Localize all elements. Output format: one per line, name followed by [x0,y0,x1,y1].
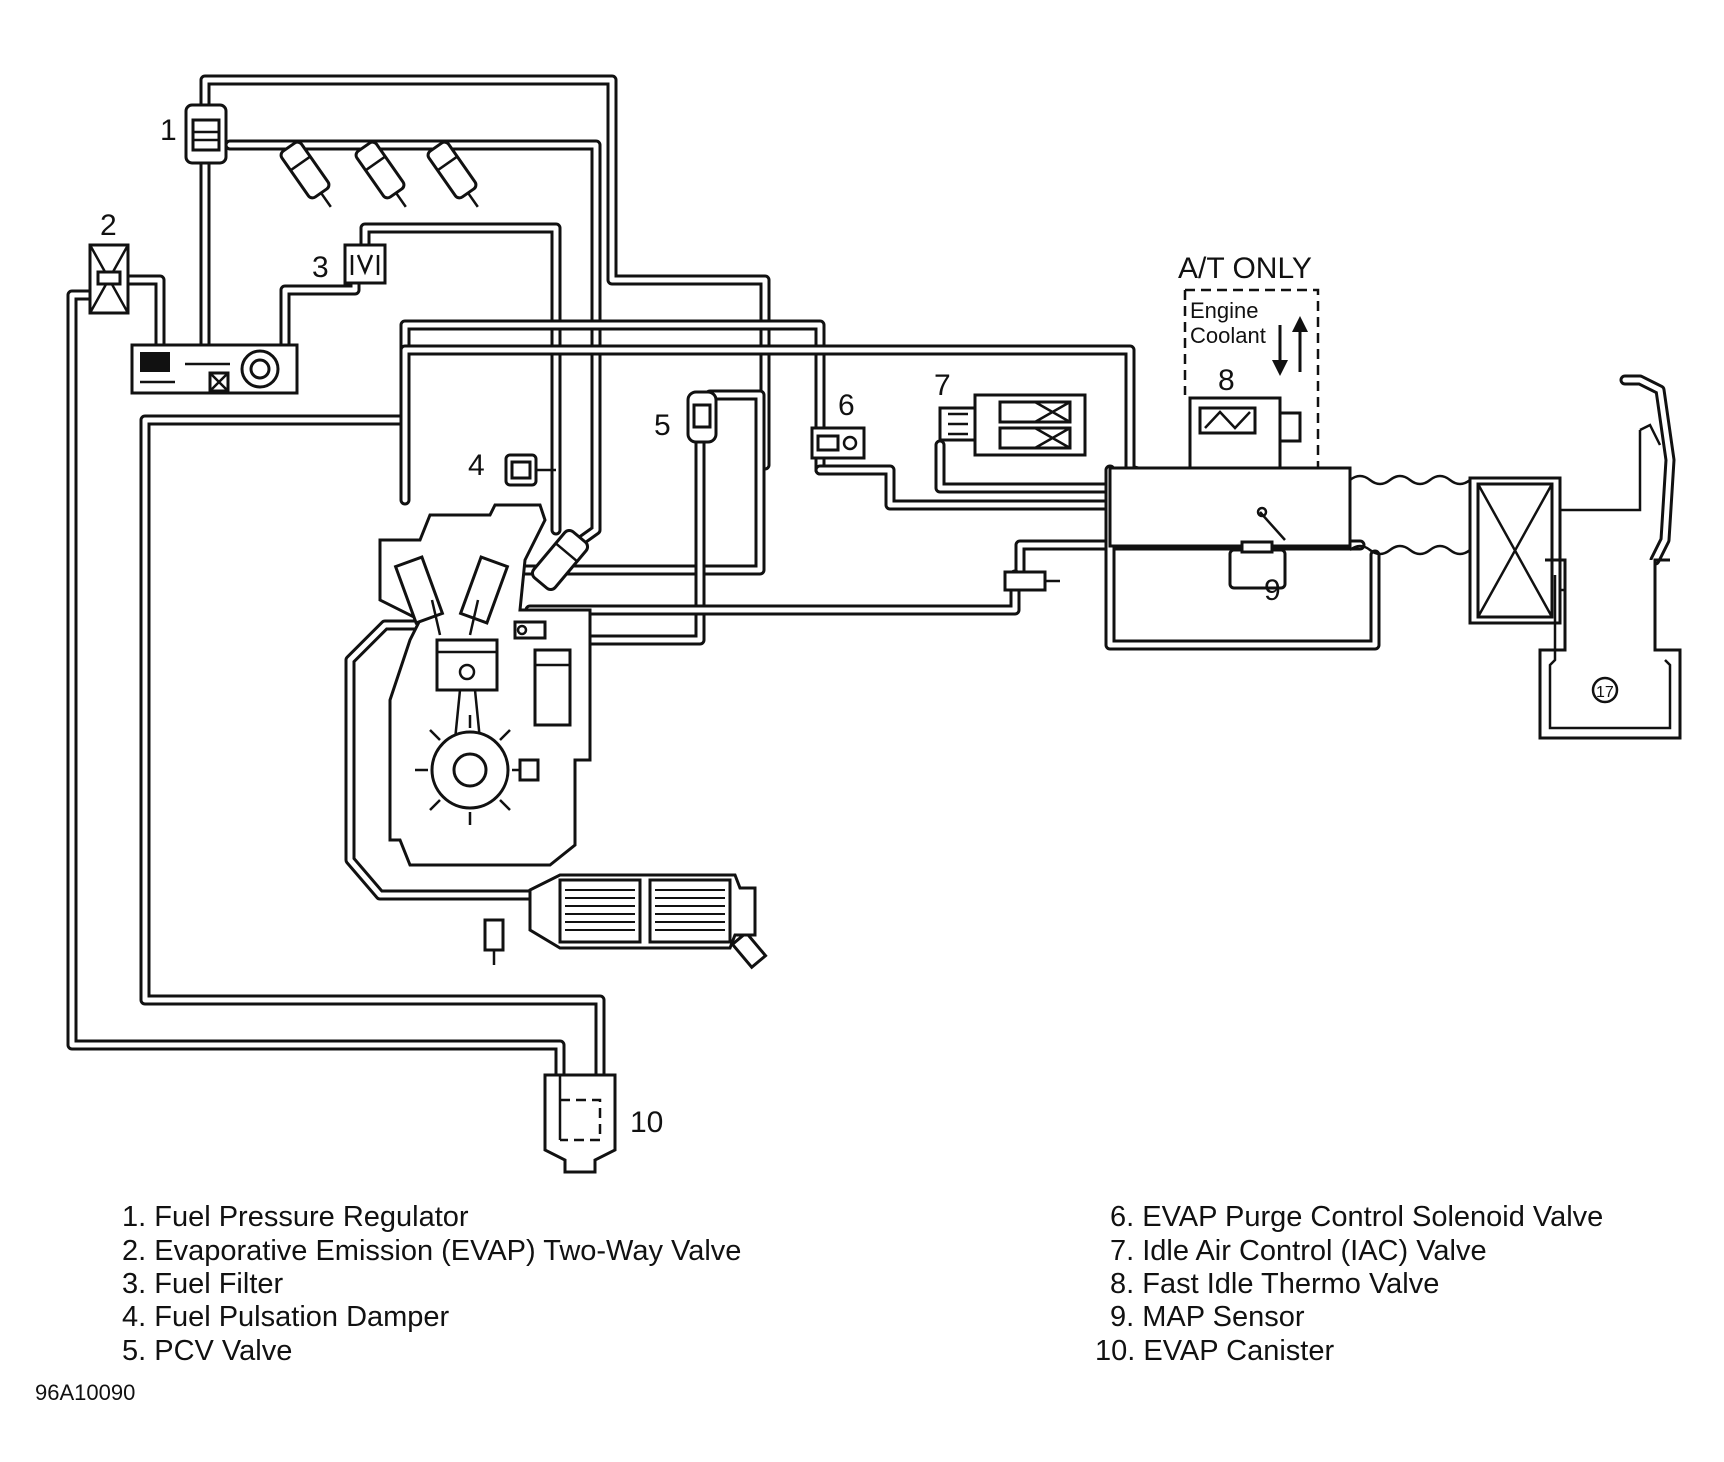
distributor [533,648,572,727]
legend-item-2: 2. Evaporative Emission (EVAP) Two-Way V… [122,1235,741,1267]
legend-right: 6. EVAP Purge Control Solenoid Valve 7. … [1095,1201,1603,1367]
fuel-pressure-regulator [184,103,228,165]
at-only-label: A/T ONLY [1178,252,1312,285]
legend-item-9: 9. MAP Sensor [1110,1301,1305,1333]
legend-item-10: 10. EVAP Canister [1095,1335,1334,1367]
callout-10: 10 [630,1106,663,1139]
pcv-valve [686,390,718,444]
callout-2: 2 [100,209,117,242]
iac-valve [938,393,1087,457]
coolant-temp-sensor [1003,570,1060,592]
callout-9: 9 [1264,574,1281,607]
legend-item-7: 7. Idle Air Control (IAC) Valve [1110,1235,1487,1267]
callout-numbers: 1 2 3 4 5 6 7 8 9 10 17 [100,114,1614,1139]
map-sensor [1228,540,1287,590]
callout-4: 4 [468,449,485,482]
engine-block [378,503,592,867]
intake-air-sensor [513,620,547,640]
callout-8: 8 [1218,364,1235,397]
engine-coolant-label-1: Engine [1190,298,1259,323]
oxygen-sensor-front [483,918,505,965]
figure-id: 96A10090 [35,1380,135,1405]
fuel-injectors [279,140,479,208]
fuel-filter [343,243,387,285]
engine-coolant-label-2: Coolant [1190,323,1266,348]
intake-hose-corrugated [1349,474,1471,556]
fuel-tank [130,343,299,395]
legend-left: 1. Fuel Pressure Regulator 2. Evaporativ… [122,1201,741,1367]
legend-item-1: 1. Fuel Pressure Regulator [122,1201,469,1233]
legend-item-3: 3. Fuel Filter [122,1268,283,1300]
catalytic-converter [528,873,757,950]
evap-purge-solenoid [810,426,866,460]
callout-3: 3 [312,251,329,284]
evap-two-way-valve [88,243,130,315]
resonator-box [1538,558,1682,740]
throttle-body [1108,466,1352,548]
callout-1: 1 [160,114,177,147]
air-cleaner [1468,374,1676,652]
legend-item-4: 4. Fuel Pulsation Damper [122,1301,450,1333]
legend-item-6: 6. EVAP Purge Control Solenoid Valve [1110,1201,1603,1233]
callout-7: 7 [934,369,951,402]
coolant-flow-arrows [1272,316,1308,376]
legend-item-8: 8. Fast Idle Thermo Valve [1110,1268,1439,1300]
fuel-pulsation-damper [504,453,556,487]
callout-17: 17 [1596,684,1614,701]
oxygen-sensor-rear [730,930,768,970]
evap-canister [543,1073,617,1174]
legend-item-5: 5. PCV Valve [122,1335,292,1367]
callout-6: 6 [838,389,855,422]
port-injector [530,528,590,592]
callout-5: 5 [654,409,671,442]
